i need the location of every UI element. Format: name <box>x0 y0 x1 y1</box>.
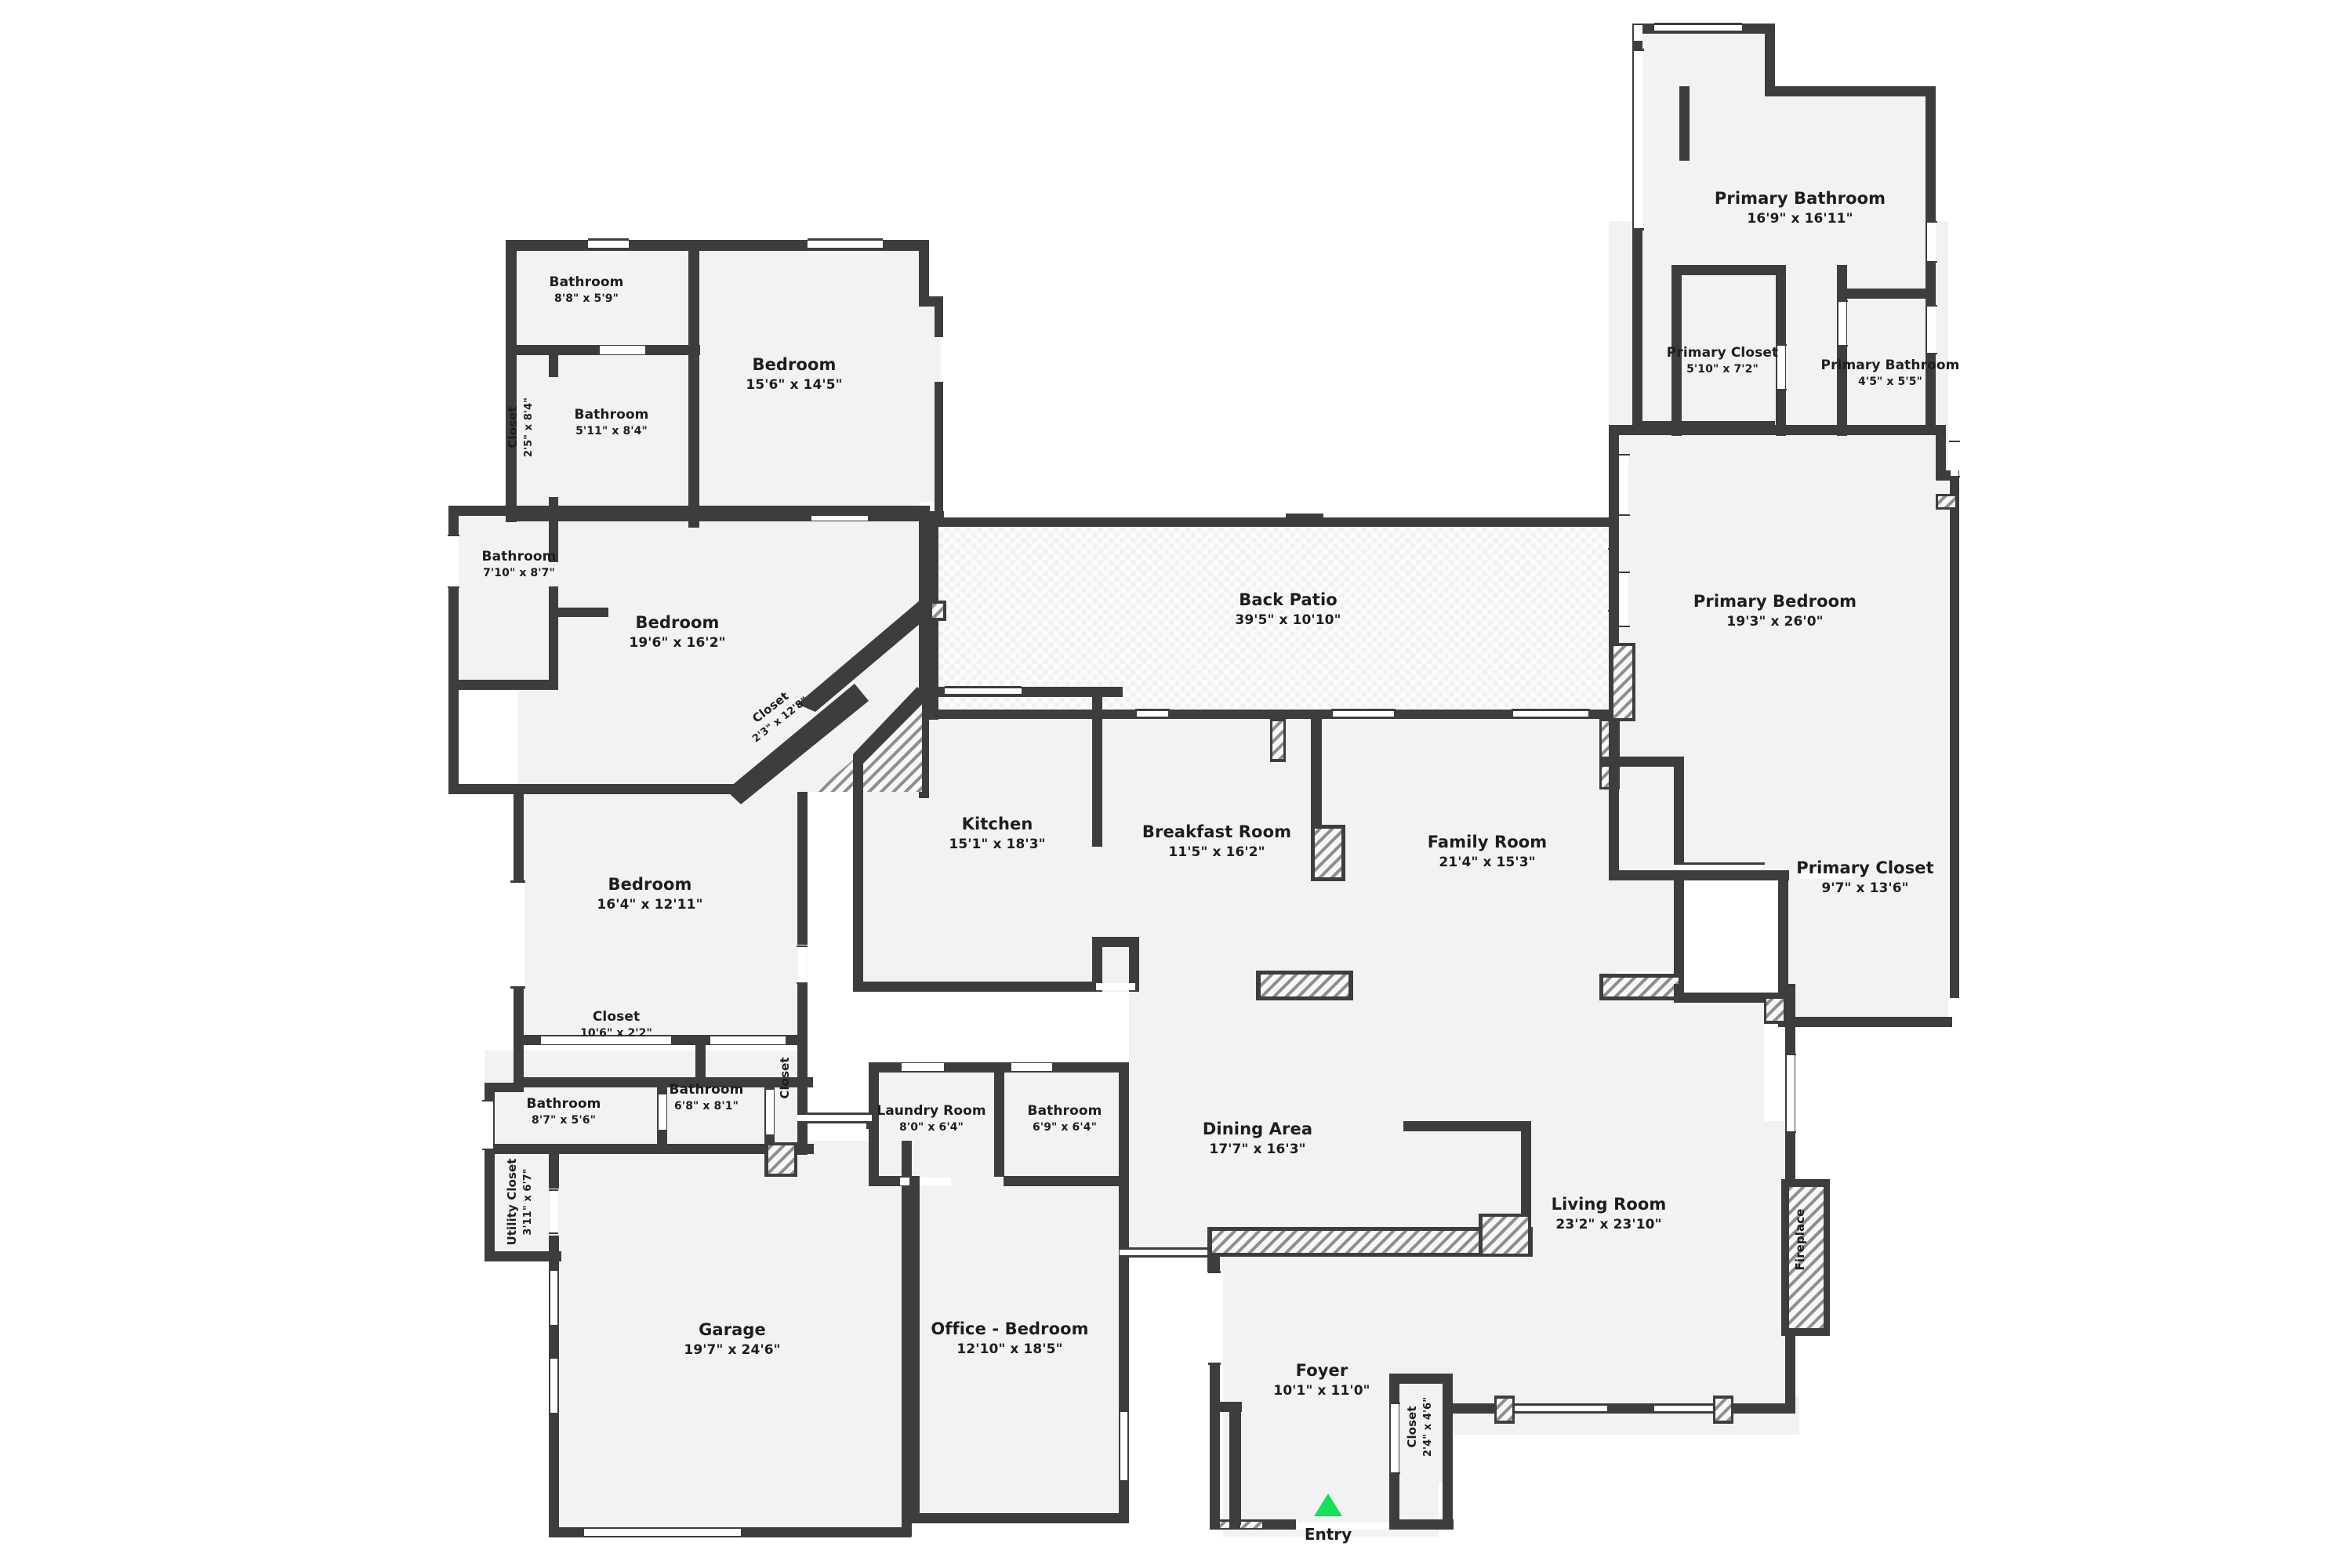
entry-marker <box>1314 1494 1342 1516</box>
walls <box>446 23 1960 1537</box>
entry-label-text: Entry <box>1304 1525 1352 1544</box>
entry-label: Entry <box>1305 1525 1352 1544</box>
